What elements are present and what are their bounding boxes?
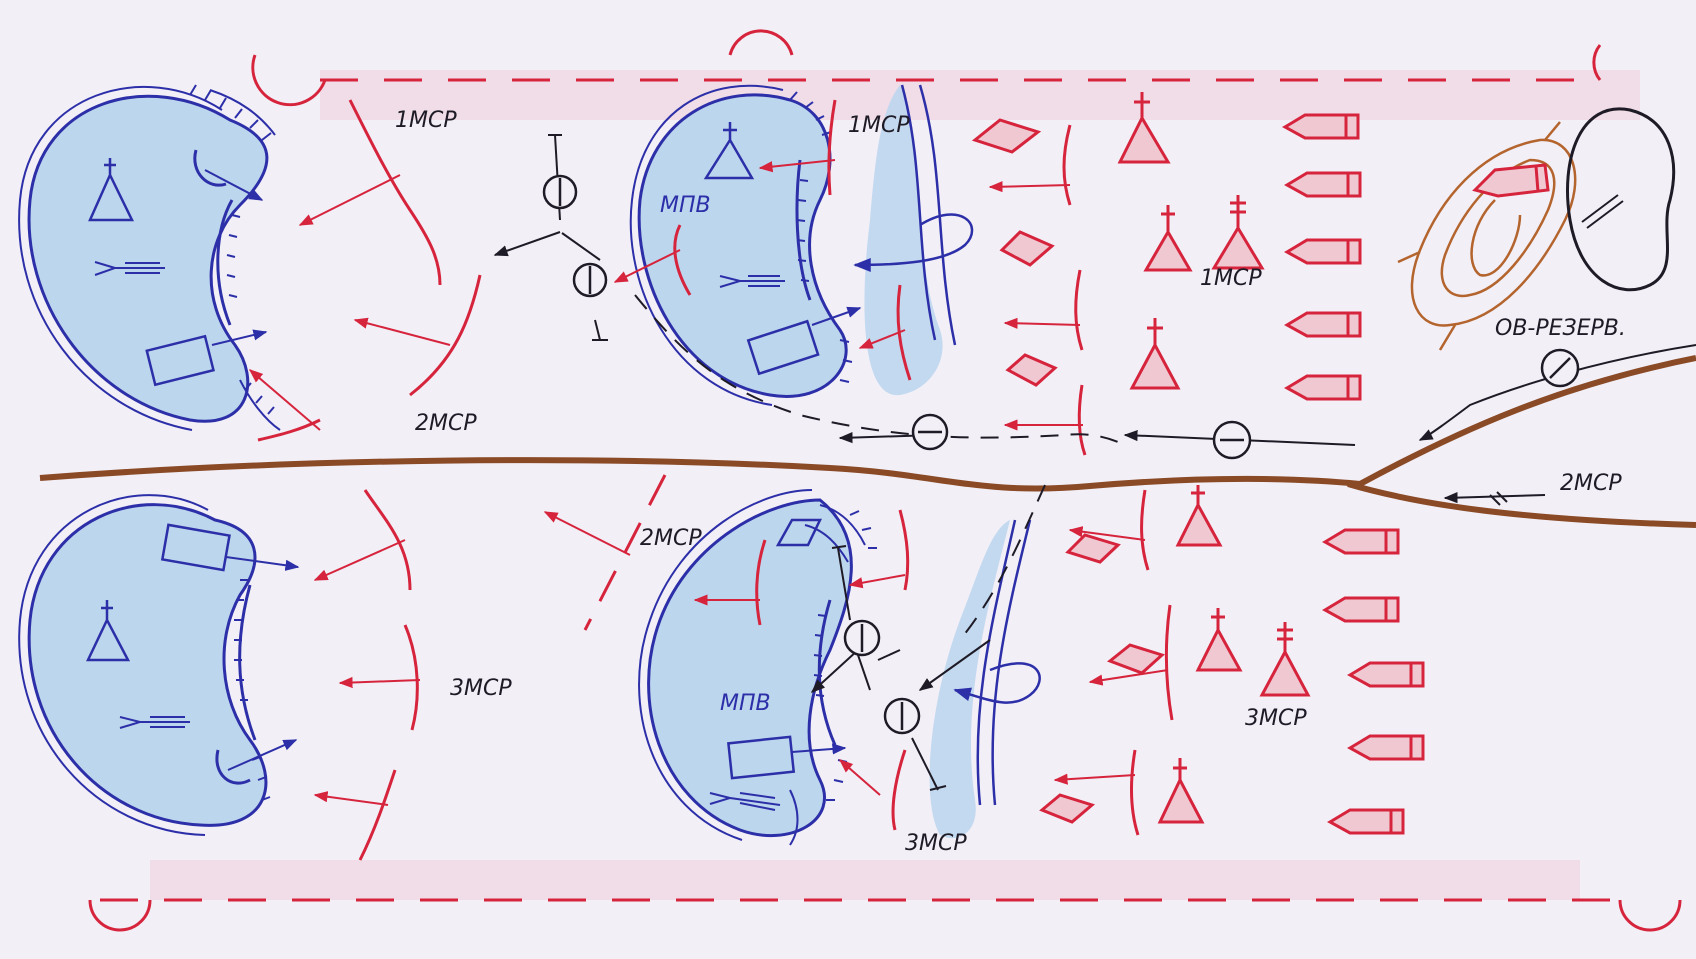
enemy-vehicle-diamond-icon [1039,793,1096,824]
unit-marker-icon [843,619,881,657]
fire-weapon-icon [193,149,227,187]
bottom-sector-boundary [88,898,1682,932]
enemy-vehicle-diamond-icon [1107,643,1165,675]
enemy-command-post-icon [1157,758,1205,824]
label-top-left-1msr: 1МСР [395,108,457,133]
enemy-tank-icon [1346,734,1425,761]
top-sector-boundary [251,29,1602,107]
enemy-command-post-icon [1117,92,1171,164]
combat-vehicle-icon [727,735,796,780]
label-bottom-mid-mpv: МПВ [720,691,771,716]
main-road [39,355,1696,492]
enemy-command-post-icon [1211,195,1265,270]
enemy-tank-icon [1321,596,1400,623]
enemy-tank-icon [1346,661,1425,688]
enemy-tank-icon [1283,311,1362,338]
enemy-tank-icon [1472,163,1550,198]
friendly-position-top-left [18,84,281,431]
enemy-command-post-icon [1129,318,1181,390]
unit-marker-icon [542,174,578,210]
command-post-icon [703,122,755,180]
road-branch-lower [1347,481,1696,528]
enemy-command-post-icon [1259,622,1311,697]
enemy-tank-icon [1283,374,1362,401]
unit-marker-icon [1540,348,1580,388]
enemy-vehicle-diamond-icon [1005,353,1058,387]
enemy-tank-icon [1283,171,1362,198]
combat-vehicle-icon [746,319,820,376]
top-boundary-tint [320,70,1640,120]
enemy-assets [971,92,1425,835]
antitank-gun-icon [719,275,785,288]
antitank-gun-icon [119,716,190,729]
enemy-attack-arrows [248,159,1169,806]
unit-markers [542,174,1580,735]
label-bottom-right-3msr: 3МСР [1245,706,1307,731]
unit-marker-icon [911,413,949,451]
enemy-tank-icon [1326,808,1405,835]
bottom-boundary-tint [150,860,1580,900]
mortar-diamond-icon [775,518,822,547]
combat-vehicle-icon [145,334,215,387]
enemy-command-post-icon [1195,608,1243,672]
friendly-position-top-middle [629,84,974,406]
enemy-tank-icon [1283,238,1362,265]
label-ov-reserve: ОВ-РЕЗЕРВ. [1495,316,1626,341]
label-top-right-1msr: 1МСР [1200,266,1262,291]
antitank-gun-icon [709,792,781,811]
command-post-icon [88,158,135,222]
label-top-mid-mpv: МПВ [660,193,711,218]
enemy-tank-icon [1321,528,1400,555]
label-top-mid-1msr: 1МСР [848,113,910,138]
enemy-vehicle-diamond-icon [999,230,1055,267]
enemy-command-post-icon [1175,485,1223,547]
label-top-left-2msr: 2МСР [415,411,477,436]
enemy-attack-lines [257,99,1174,861]
enemy-command-post-icon [1143,205,1193,272]
combat-vehicle-icon [160,523,231,572]
rear-area-black [1566,107,1676,292]
fire-weapon-icon [215,749,251,785]
unit-marker-icon [1212,420,1252,460]
rear-area-brown [1397,121,1577,351]
enemy-tank-icon [1281,113,1360,140]
label-bottom-left-3msr: 3МСР [450,676,512,701]
label-bottom-mid-3msr: 3МСР [905,831,967,856]
label-right-2msr: 2МСР [1560,471,1622,496]
unit-marker-icon [572,262,608,298]
friendly-position-bottom-middle [638,489,1041,846]
enemy-vehicle-diamond-icon [971,118,1042,154]
unit-marker-icon [883,697,921,735]
antitank-gun-icon [94,261,165,276]
friendly-position-bottom-left [18,494,300,836]
label-bottom-mid-2msr: 2МСР [640,526,702,551]
command-post-icon [86,600,131,662]
enemy-vehicle-diamond-icon [1065,533,1121,564]
